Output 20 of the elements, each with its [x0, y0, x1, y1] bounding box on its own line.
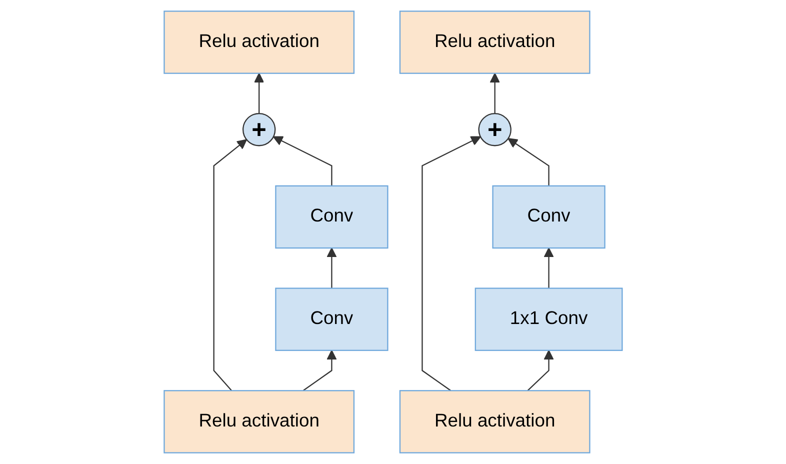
arrow	[526, 350, 554, 392]
arrow	[302, 350, 337, 392]
node-box: Relu activation	[399, 390, 590, 454]
node-box: 1x1 Conv	[474, 288, 623, 351]
node-box: Relu activation	[399, 10, 590, 74]
node-box: Conv	[274, 288, 388, 351]
node-box: Conv	[274, 185, 388, 249]
node-circle: +	[478, 113, 512, 146]
node-box: Conv	[492, 185, 606, 249]
node-box: Relu activation	[163, 390, 354, 454]
arrow	[254, 72, 264, 114]
arrow	[421, 136, 481, 392]
arrow	[490, 72, 500, 114]
arrow	[508, 138, 550, 186]
arrow	[213, 139, 247, 392]
node-circle: +	[242, 113, 276, 146]
arrow	[544, 248, 554, 288]
node-box: Relu activation	[163, 10, 354, 74]
arrow	[326, 248, 337, 288]
arrow	[272, 136, 332, 186]
